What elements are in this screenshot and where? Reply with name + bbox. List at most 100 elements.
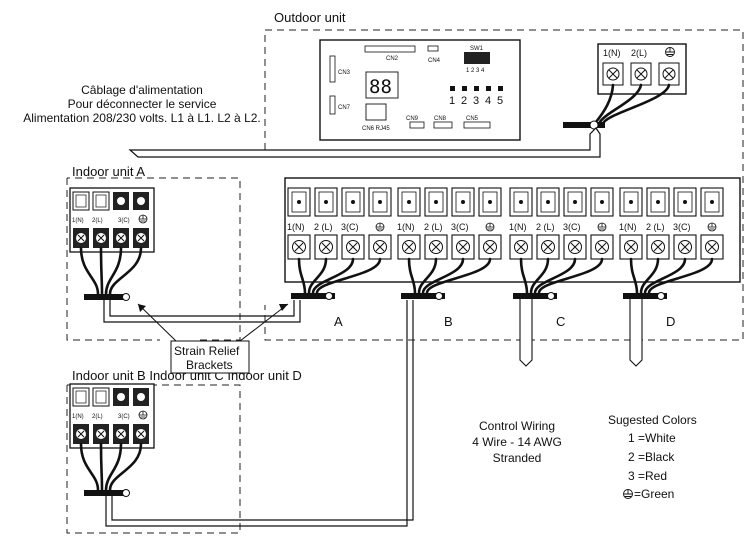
cn4-label: CN4 <box>428 58 441 64</box>
indoor-terminal-label: 2(L) <box>92 218 103 224</box>
callout-arrow <box>137 303 177 342</box>
cn2-connector <box>364 45 416 53</box>
unconnected-cable <box>629 299 643 367</box>
indoor-wire <box>104 442 123 492</box>
indoor-wire <box>104 246 123 296</box>
strain-relief-bracket <box>84 294 128 300</box>
indoor-terminal-label: 3(C) <box>118 218 130 224</box>
control-wire <box>311 257 355 295</box>
led-number: 4 <box>485 95 491 107</box>
power-cable <box>128 127 601 158</box>
power-supply-line2: Pour déconnecter le service <box>68 97 217 111</box>
power-wire <box>594 83 615 124</box>
legend-item-red: 3 =Red <box>628 469 667 483</box>
ground-icon <box>597 222 607 232</box>
indoor-terminal-label: 1(N) <box>72 414 84 420</box>
indoor-terminal-label: 3(C) <box>118 414 130 420</box>
terminal-label: 3(C) <box>563 222 581 232</box>
led-number: 3 <box>473 95 479 107</box>
cn8-label: CN8 <box>434 116 447 122</box>
cn2-label: CN2 <box>386 56 399 62</box>
control-wire <box>425 257 492 295</box>
control-wiring-b <box>105 300 414 527</box>
control-wire <box>307 257 328 295</box>
strain-relief-line1: Strain Relief <box>174 344 240 358</box>
indoor-wire <box>79 442 100 492</box>
power-wire <box>602 83 671 124</box>
control-wire <box>533 257 577 295</box>
terminal-group: 1(N)2 (L)3(C)A <box>287 187 392 329</box>
control-wire <box>643 257 687 295</box>
indoor-unit-a-title: Indoor unit A <box>72 164 145 179</box>
indoor-unit-bcd: Indoor unit B Indoor unit C Indoor unit … <box>66 368 302 534</box>
control-wire <box>537 257 604 295</box>
terminal-group-label: A <box>334 314 343 329</box>
sw1-label: SW1 <box>470 46 484 52</box>
ground-icon <box>707 222 717 232</box>
strain-relief-bracket <box>563 122 605 128</box>
rj45-port <box>365 103 387 121</box>
led-number: 1 <box>449 95 455 107</box>
terminal-groups: 1(N)2 (L)3(C)A1(N)2 (L)3(C)B1(N)2 (L)3(C… <box>287 187 724 367</box>
control-wiring-line1: Control Wiring <box>479 419 555 433</box>
terminal-label: 2 (L) <box>314 222 333 232</box>
control-wire <box>421 257 465 295</box>
power-terminal-label: 1(N) <box>603 48 621 58</box>
terminal-label: 3(C) <box>673 222 691 232</box>
dip-switch <box>464 52 490 64</box>
strain-relief-bracket <box>401 293 445 299</box>
indoor-unit-b-terminal: 1(N) 2(L) 3(C) <box>69 383 155 497</box>
suggested-colors-legend: Sugested Colors 1 =White 2 =Black 3 =Red… <box>608 413 697 501</box>
terminal-group: 1(N)2 (L)3(C)C <box>509 187 614 329</box>
ground-icon <box>623 489 633 499</box>
led-display <box>365 71 399 99</box>
control-wiring-a <box>103 300 301 323</box>
power-terminal-block: 1(N) 2(L) <box>597 43 687 95</box>
legend-item-white: 1 =White <box>628 431 676 445</box>
terminal-label: 2 (L) <box>646 222 665 232</box>
power-supply-line3: Alimentation 208/230 volts. L1 à L1. L2 … <box>23 111 261 125</box>
indoor-terminal-label: 2(L) <box>92 414 103 420</box>
ground-icon <box>665 47 675 57</box>
strain-relief-box <box>170 340 250 374</box>
control-wire <box>639 257 660 295</box>
control-wire <box>647 257 714 295</box>
indoor-terminal-label: 1(N) <box>72 218 84 224</box>
unconnected-cable <box>519 299 533 367</box>
indoor-wire <box>108 246 143 296</box>
indoor-unit-a-terminal: 1(N) 2(L) 3(C) <box>69 187 155 301</box>
strain-relief-bracket <box>513 293 557 299</box>
cn3-label: CN3 <box>338 70 351 76</box>
cn9-connector <box>409 121 425 129</box>
control-wiring-line2: 4 Wire - 14 AWG <box>472 435 562 449</box>
indoor-wire <box>99 442 104 492</box>
terminal-label: 3(C) <box>451 222 469 232</box>
strain-relief-callout: Strain Relief Brackets <box>137 303 289 374</box>
control-wire <box>417 257 438 295</box>
cn8-connector <box>433 121 453 129</box>
outdoor-unit: Outdoor unit CN2 CN4 SW1 1 2 3 4 CN3 CN7… <box>128 10 744 367</box>
legend-item-green: =Green <box>634 487 674 501</box>
control-wire <box>315 257 382 295</box>
cn5-label: CN5 <box>466 116 479 122</box>
control-wire <box>529 257 550 295</box>
strain-relief-bracket <box>291 293 335 299</box>
ground-icon <box>485 222 495 232</box>
legend-title: Sugested Colors <box>608 413 697 427</box>
power-terminal-label: 2(L) <box>631 48 647 58</box>
cn7-label: CN7 <box>338 105 351 111</box>
control-wiring-line3: Stranded <box>493 451 542 465</box>
strain-relief-bracket <box>84 490 128 496</box>
control-wire <box>629 257 639 295</box>
control-wire <box>297 257 307 295</box>
led-number: 5 <box>497 95 503 107</box>
ground-icon <box>138 214 148 224</box>
terminal-group-label: B <box>444 314 453 329</box>
indoor-unit-a: Indoor unit A 1(N) 2(L) 3(C) <box>66 164 241 341</box>
cn6-label: CN6 RJ45 <box>362 126 390 132</box>
terminal-label: 3(C) <box>341 222 359 232</box>
indoor-wire <box>108 442 143 492</box>
terminal-label: 2 (L) <box>536 222 555 232</box>
outdoor-unit-border <box>264 29 744 341</box>
